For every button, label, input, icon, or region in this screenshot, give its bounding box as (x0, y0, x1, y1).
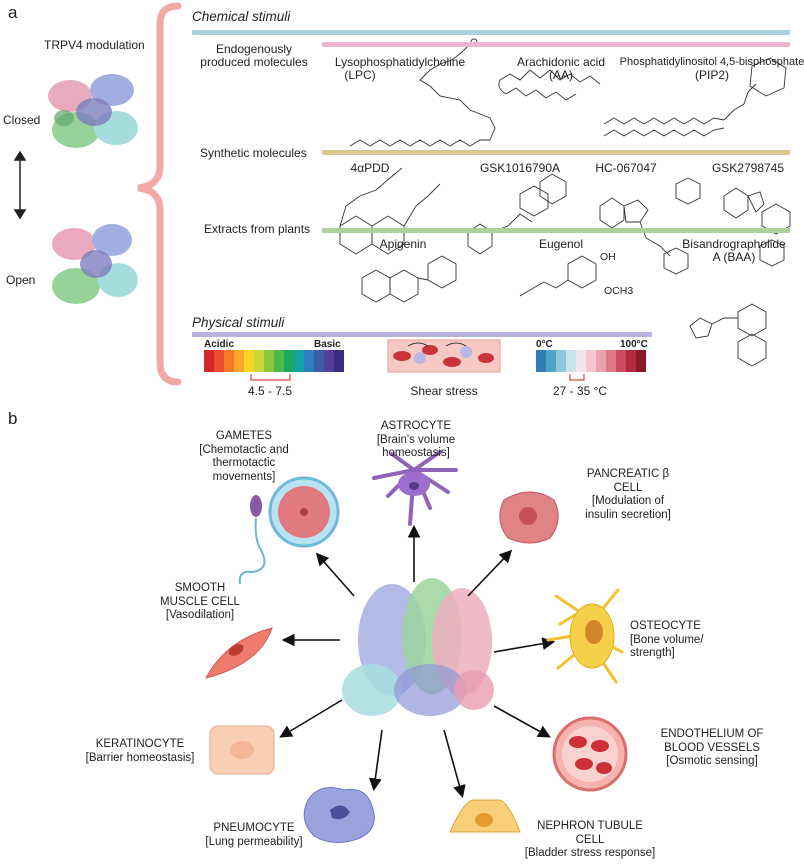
panel-a-letter: a (8, 3, 18, 22)
open-protein-structure (52, 224, 138, 304)
baa-molecule (689, 303, 767, 367)
closed-label: Closed (3, 113, 41, 127)
shear-stress-label: Shear stress (410, 384, 478, 398)
astrocyte-label: ASTROCYTE [Brain's volume homeostasis] (376, 420, 456, 459)
astrocyte-cell-icon (372, 450, 458, 526)
endogenous-bar (322, 42, 790, 47)
keratinocyte-label: KERATINOCYTE [Barrier homeostasis] (85, 738, 195, 764)
synthetic-item-hc067047: HC-067047 (595, 161, 657, 175)
shear-stress-vessel (387, 339, 501, 373)
aa-name: Arachidonic acid (516, 55, 606, 69)
temp-low-label: 0°C (536, 339, 553, 350)
aa-molecule (498, 69, 601, 101)
panel-b-letter: b (8, 409, 18, 428)
synthetic-item-4apdd: 4αPDD (350, 161, 390, 175)
apigenin-molecule (361, 255, 457, 303)
ph-range-label: 4.5 - 7.5 (247, 384, 293, 398)
synthetic-item-gsk2798745: GSK2798745 (711, 161, 785, 175)
plant-item-eugenol: Eugenol (538, 237, 584, 251)
trpv4-protein-center (342, 578, 494, 716)
gsk2798745-molecule (723, 187, 791, 267)
pip2-name: Phosphatidylinositol 4,5-bisphosphate (619, 56, 804, 68)
endothelium-label: ENDOTHELIUM OF BLOOD VESSELS [Osmotic se… (660, 728, 764, 767)
eugenol-molecule (519, 255, 597, 297)
nephron-label: NEPHRON TUBULE CELL [Bladder stress resp… (524, 820, 656, 859)
aa-abbr: (AA) (549, 68, 573, 82)
chemical-stimuli-title: Chemical stimuli (192, 9, 291, 24)
synthetic-bar (322, 150, 790, 155)
ph-basic-label: Basic (314, 339, 341, 350)
effect-arrows (279, 524, 556, 799)
physical-stimuli-title: Physical stimuli (192, 315, 285, 330)
chemical-stimuli-bar (192, 30, 790, 35)
pneumocyte-cell-icon (303, 787, 375, 843)
gametes-label: GAMETES [Chemotactic and thermotactic mo… (199, 430, 289, 483)
smooth-muscle-label: SMOOTH MUSCLE CELL [Vasodilation] (160, 582, 240, 621)
endogenous-label-line2: produced molecules (200, 55, 308, 69)
gametes-cell-icon (238, 476, 340, 585)
osteocyte-cell-icon (546, 588, 624, 684)
osteocyte-label: OSTEOCYTE [Bone volume/ strength] (630, 620, 704, 659)
physical-stimuli-bar (192, 332, 652, 337)
plants-label: Extracts from plants (204, 222, 311, 236)
keratinocyte-cell-icon (209, 725, 275, 775)
synthetic-label: Synthetic molecules (200, 146, 307, 160)
temperature-scale-bar (536, 350, 646, 381)
endothelium-cell-icon (552, 716, 628, 792)
pancreatic-label: PANCREATIC β CELL [Modulation of insulin… (585, 468, 671, 521)
nephron-tubule-cell-icon (449, 799, 521, 833)
endogenous-label-line1: Endogenously (215, 42, 293, 56)
trpv4-modulation-title: TRPV4 modulation (44, 38, 145, 52)
pip2-abbr: (PIP2) (694, 68, 730, 82)
lpc-molecule (349, 38, 496, 147)
eugenol-och3-label: OCH3 (604, 285, 634, 297)
smooth-muscle-cell-icon (205, 627, 273, 679)
pancreatic-cell-icon (499, 491, 559, 544)
plant-item-baa-abbr: A (BAA) (712, 250, 756, 264)
ph-acidic-label: Acidic (204, 339, 235, 350)
plants-bar (322, 228, 790, 233)
pneumocyte-label: PNEUMOCYTE [Lung permeability] (205, 822, 303, 848)
lpc-name: Lysophosphatidylcholine (334, 55, 466, 69)
4apdd-molecule (339, 167, 441, 255)
double-arrow-icon (13, 150, 27, 220)
open-label: Open (6, 273, 36, 287)
temp-range-label: 27 - 35 °C (552, 384, 608, 398)
lpc-abbr: (LPC) (344, 68, 376, 82)
temp-high-label: 100°C (620, 339, 648, 350)
eugenol-oh-label: OH (600, 251, 616, 263)
ph-scale-bar (204, 350, 344, 381)
pip2-molecule (603, 57, 787, 137)
closed-protein-structure (48, 74, 138, 148)
pink-bracket (137, 2, 182, 386)
plant-item-apigenin: Apigenin (379, 237, 427, 251)
plant-item-baa: Bisandrographolide (682, 237, 786, 251)
synthetic-item-gsk1016790a: GSK1016790A (479, 161, 561, 175)
